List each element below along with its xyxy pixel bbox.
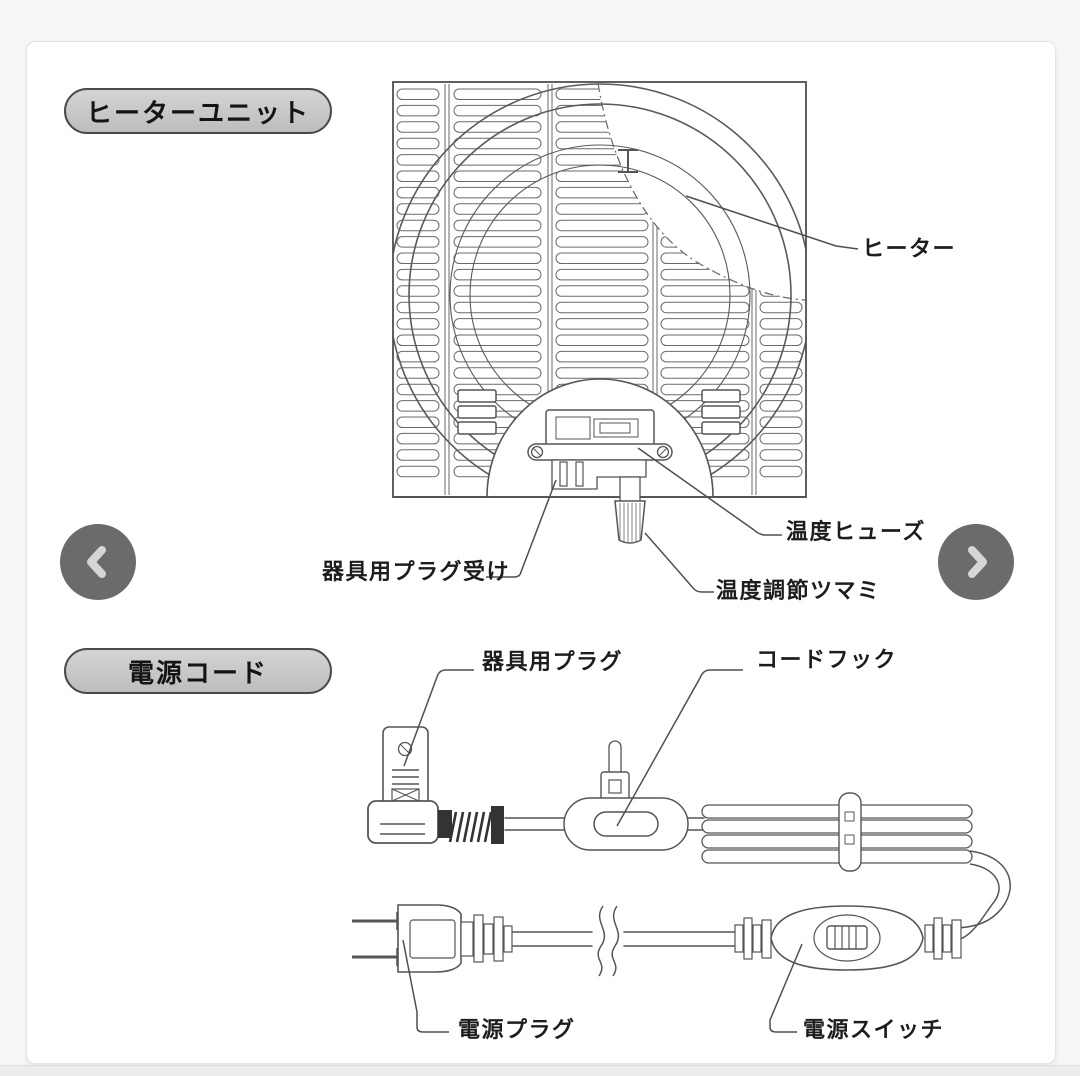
- bottom-band: [0, 1065, 1080, 1076]
- power-cord-diagram: [352, 669, 1011, 1033]
- label-power-plug: 電源プラグ: [458, 1018, 576, 1043]
- image-card: [26, 41, 1056, 1064]
- carousel-prev-button[interactable]: [60, 524, 136, 600]
- label-thermal-fuse: 温度ヒューズ: [786, 520, 926, 545]
- label-cord-hook: コードフック: [756, 648, 898, 673]
- chevron-left-icon: [87, 546, 106, 578]
- cord-loop: [956, 850, 1011, 941]
- lamp-brackets: [457, 389, 741, 435]
- leader-lines: [486, 195, 859, 593]
- power-plug: [352, 904, 513, 973]
- cord-bundle: [701, 804, 973, 864]
- chevron-right-icon: [968, 546, 987, 578]
- cutaway-region: [597, 82, 806, 300]
- heater-unit-badge: ヒーターユニット: [64, 88, 332, 134]
- leader-lines: [402, 669, 803, 1033]
- cord-break-symbol: [597, 905, 620, 977]
- label-appliance-plug: 器具用プラグ: [482, 650, 624, 675]
- appliance-plug: [367, 726, 504, 844]
- coil-spring: [438, 810, 452, 838]
- control-box: [527, 409, 673, 504]
- switch-slider: [826, 925, 868, 950]
- power-cord-badge: 電源コード: [64, 648, 332, 694]
- label-plug-receptacle: 器具用プラグ受け: [322, 560, 511, 585]
- plug-receptacle-pins: [559, 461, 568, 487]
- label-heater: ヒーター: [862, 237, 957, 262]
- element-connector: [618, 149, 638, 173]
- cord-clip: [838, 792, 862, 872]
- cutaway-boundary: [597, 82, 806, 301]
- temperature-knob: [614, 500, 646, 544]
- carousel-next-button[interactable]: [938, 524, 1014, 600]
- power-switch: [734, 905, 962, 971]
- label-power-switch: 電源スイッチ: [803, 1018, 945, 1043]
- cord-hook: [563, 740, 689, 851]
- heater-unit-diagram: [392, 81, 859, 593]
- label-temperature-knob: 温度調節ツマミ: [716, 579, 881, 604]
